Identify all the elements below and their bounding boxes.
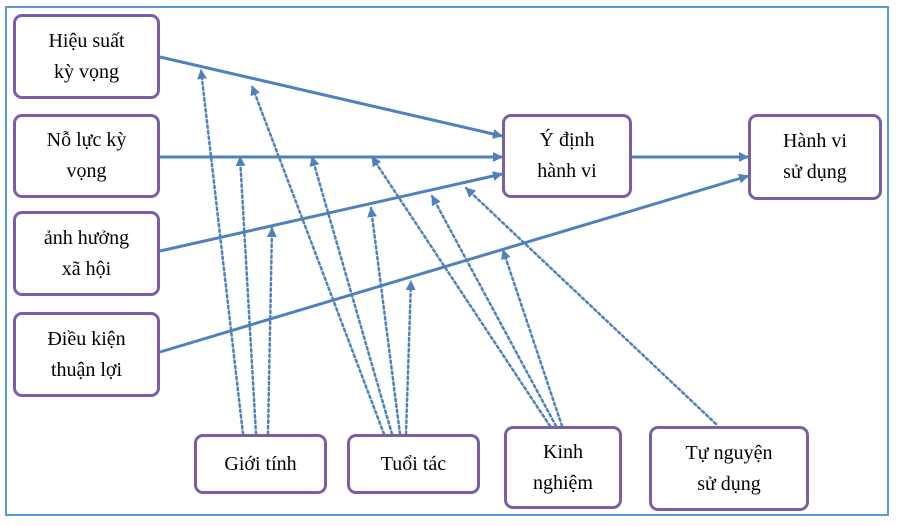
- moderator-gender-performance: [197, 68, 245, 436]
- node-gender: Giới tính: [194, 434, 327, 494]
- node-age: Tuổi tác: [347, 434, 480, 494]
- node-effort-expectancy: Nỗ lực kỳ vọng: [13, 114, 160, 198]
- node-behavioral-intention: Ý định hành vi: [502, 114, 632, 198]
- node-use-behavior: Hành vi sử dụng: [748, 114, 882, 200]
- node-social-influence: ảnh hưởng xã hội: [13, 211, 160, 296]
- moderator-gender-social: [266, 226, 277, 436]
- diagram-frame: [5, 6, 889, 516]
- node-performance-expectancy: Hiệu suất kỳ vọng: [13, 14, 160, 99]
- link-performance-to-intention: [159, 55, 503, 139]
- moderator-voluntariness-social: [464, 186, 718, 426]
- moderator-age-conditions: [404, 279, 416, 436]
- moderator-gender-effort: [235, 155, 258, 436]
- moderator-age-social: [367, 206, 402, 436]
- moderator-experience-effort: [370, 155, 552, 428]
- moderator-experience-social: [430, 194, 558, 428]
- moderator-age-effort: [309, 155, 394, 436]
- moderator-age-performance: [250, 84, 386, 436]
- node-experience: Kinh nghiệm: [504, 426, 622, 509]
- node-facilitating-conditions: Điều kiện thuận lợi: [13, 312, 160, 397]
- moderator-experience-conditions: [501, 248, 564, 428]
- node-voluntariness: Tự nguyện sử dụng: [649, 426, 809, 511]
- link-social-to-intention: [159, 171, 503, 253]
- link-conditions-to-use: [159, 173, 749, 354]
